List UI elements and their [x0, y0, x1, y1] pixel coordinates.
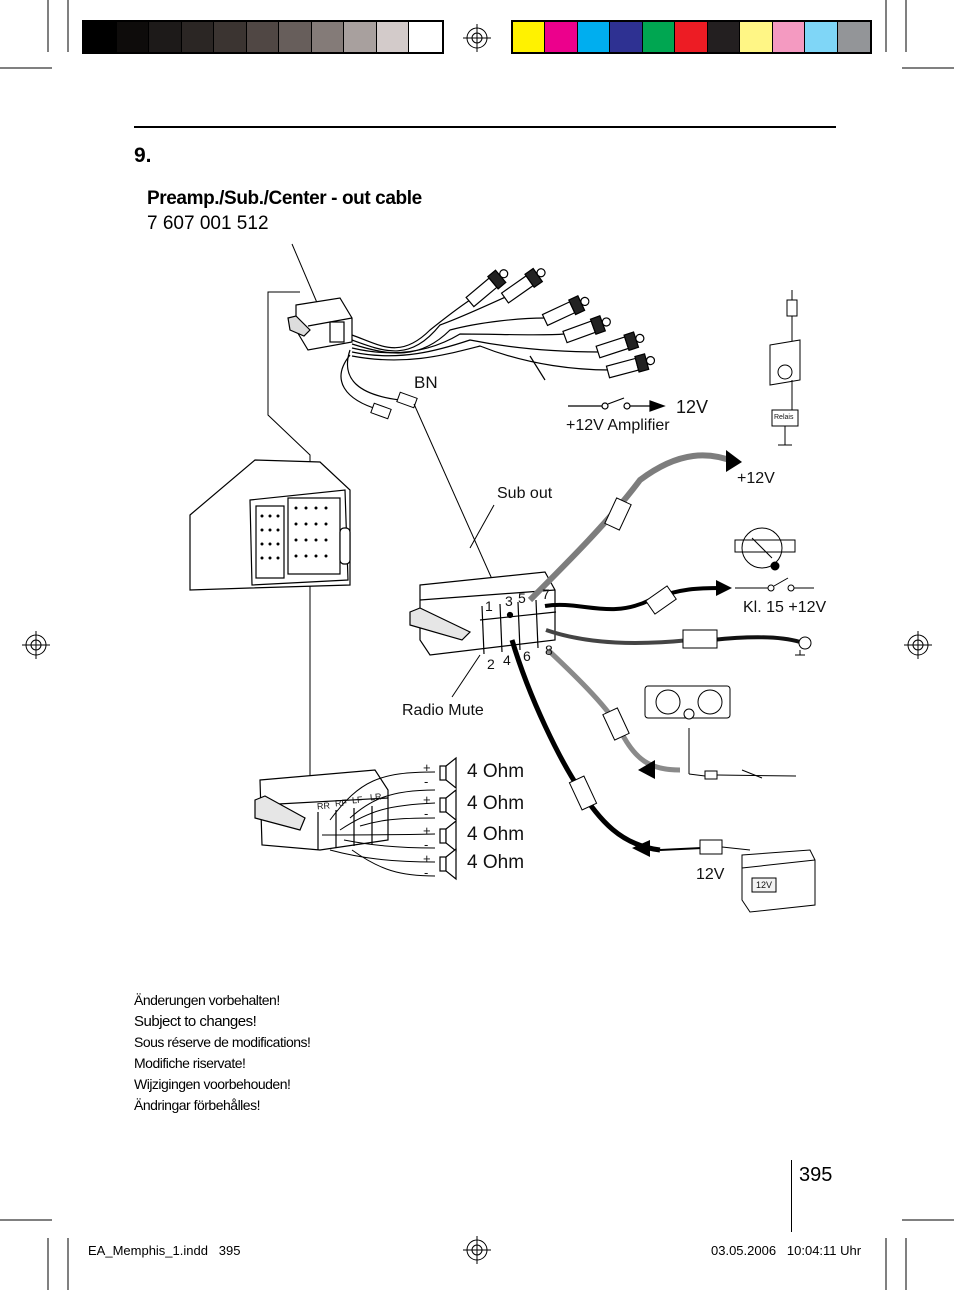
page-number: 395 [799, 1164, 833, 1186]
gray-swatch-8 [311, 22, 344, 52]
pin-6: 6 [523, 648, 531, 664]
process-color-bar [511, 20, 872, 54]
header-rule [134, 126, 836, 128]
ignition-switch [734, 527, 814, 592]
speaker-2-plus: + [423, 792, 431, 807]
speaker-1-plus: + [423, 760, 431, 775]
section-number: 9. [134, 144, 152, 167]
channel-rr: RR [316, 800, 331, 812]
label-relais: Relais [774, 414, 794, 421]
gray-swatch-4 [181, 22, 214, 52]
process-swatch-3 [577, 22, 611, 52]
process-swatch-9 [772, 22, 806, 52]
battery-label: 12V [756, 880, 773, 890]
label-bn: BN [414, 373, 438, 392]
notice-it: Modifiche riservate! [134, 1055, 246, 1071]
process-swatch-7 [707, 22, 741, 52]
gray-swatch-2 [116, 22, 149, 52]
registration-mark-bottom [463, 1236, 491, 1264]
process-swatch-2 [545, 22, 578, 52]
speaker-3-impedance: 4 Ohm [467, 824, 525, 845]
pin-4: 4 [503, 652, 511, 668]
registration-mark-top [463, 24, 491, 52]
channel-lf: LF [351, 794, 363, 806]
speaker-1-minus: - [424, 774, 429, 789]
notice-en: Subject to changes! [134, 1013, 257, 1030]
speaker-3-plus: + [423, 823, 431, 838]
gray-swatch-1 [84, 22, 117, 52]
registration-mark-left [22, 631, 50, 659]
label-battery-12v: 12V [696, 866, 725, 883]
label-12v-amplifier: 12V [676, 397, 709, 417]
gray-swatch-10 [376, 22, 409, 52]
notice-nl: Wijzigingen voorbehouden! [134, 1076, 291, 1092]
process-swatch-6 [675, 22, 708, 52]
gray-swatch-9 [344, 22, 377, 52]
channel-rf: RF [334, 797, 348, 809]
channel-lr: LR [369, 791, 382, 803]
label-kl15: Kl. 15 +12V [743, 599, 827, 616]
process-swatch-8 [740, 22, 773, 52]
antenna-relay [769, 290, 801, 446]
label-radio-mute: Radio Mute [402, 702, 484, 719]
label-plus-12v: +12V [737, 470, 775, 487]
pin-8: 8 [545, 642, 553, 658]
speaker-1-impedance: 4 Ohm [467, 761, 525, 782]
process-swatch-5 [642, 22, 676, 52]
battery [741, 849, 816, 913]
notice-de: Änderungen vorbehalten! [134, 992, 280, 1008]
dashboard-light [644, 685, 797, 780]
speaker-3-minus: - [424, 837, 429, 852]
notice-fr: Sous réserve de modifications! [134, 1034, 311, 1050]
main-connector [409, 571, 557, 656]
process-swatch-1 [513, 22, 546, 52]
notice-sv: Ändringar förbehålles! [134, 1097, 260, 1113]
footer-timestamp: 03.05.2006 10:04:11 Uhr [711, 1243, 862, 1258]
label-amplifier: +12V Amplifier [566, 417, 670, 434]
gray-swatch-3 [149, 22, 182, 52]
preamp-connector [287, 297, 353, 351]
speaker-2-impedance: 4 Ohm [467, 793, 525, 814]
process-swatch-11 [837, 22, 870, 52]
speaker-4-minus: - [424, 865, 429, 880]
speaker-connector [254, 769, 389, 851]
page-number-bar [791, 1160, 792, 1232]
rca-plugs [465, 267, 656, 379]
gray-swatch-6 [246, 22, 279, 52]
footer-file: EA_Memphis_1.indd 395 [88, 1243, 241, 1258]
process-swatch-4 [610, 22, 643, 52]
pin-3: 3 [505, 593, 513, 609]
process-swatch-10 [805, 22, 838, 52]
pin-7: 7 [542, 586, 550, 602]
speaker-2-minus: - [424, 806, 429, 821]
label-sub-out: Sub out [497, 485, 553, 502]
speaker-4-plus: + [423, 851, 431, 866]
speakers [439, 756, 457, 881]
registration-mark-right [904, 631, 932, 659]
pin-5: 5 [518, 590, 526, 606]
gray-swatch-7 [279, 22, 312, 52]
grayscale-color-bar [82, 20, 444, 54]
gray-swatch-11 [409, 22, 442, 52]
change-notice: Änderungen vorbehalten! Subject to chang… [134, 990, 311, 1116]
radio-housing [189, 459, 351, 591]
speaker-4-impedance: 4 Ohm [467, 852, 525, 873]
cable-title: Preamp./Sub./Center - out cable [147, 188, 422, 209]
pin-1: 1 [485, 598, 493, 614]
gray-swatch-5 [214, 22, 247, 52]
pin-2: 2 [487, 656, 495, 672]
cable-part-number: 7 607 001 512 [147, 213, 269, 234]
